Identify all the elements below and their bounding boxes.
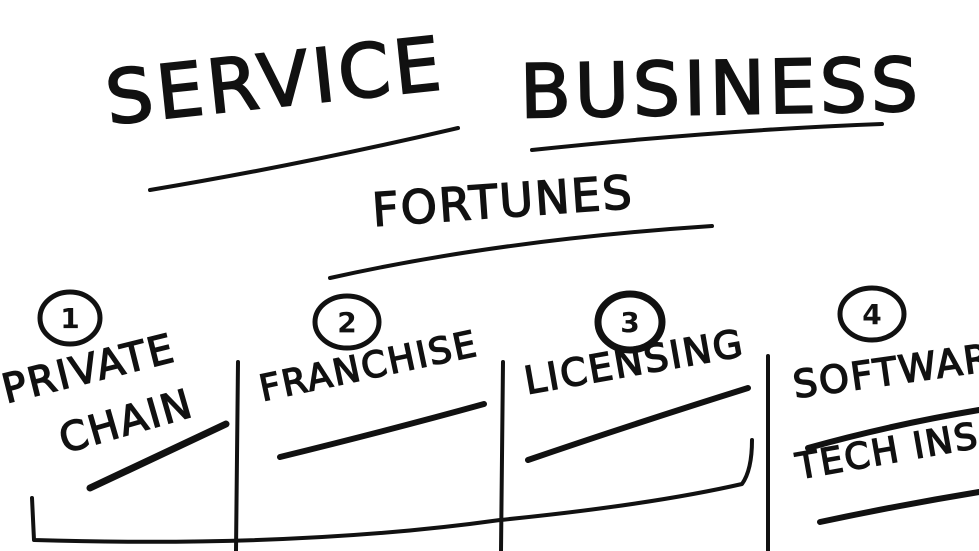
column-1-number: 1 bbox=[60, 301, 80, 335]
circle-3 bbox=[594, 290, 666, 354]
title-underline-right bbox=[530, 122, 884, 152]
title-business: Business bbox=[518, 42, 923, 137]
underline-col4b bbox=[817, 489, 979, 525]
circle-2 bbox=[312, 293, 382, 351]
divider-1 bbox=[234, 360, 240, 551]
bracket bbox=[30, 438, 754, 544]
circle-4 bbox=[837, 285, 907, 343]
underline-col4a bbox=[805, 407, 979, 451]
title-underline-left bbox=[148, 126, 460, 192]
circle-1 bbox=[37, 289, 103, 347]
subtitle-underline bbox=[328, 224, 714, 280]
underline-col2 bbox=[277, 401, 487, 460]
column-2-number: 2 bbox=[337, 305, 357, 339]
underline-col3 bbox=[525, 385, 751, 463]
divider-2 bbox=[499, 360, 505, 551]
underline-col1 bbox=[86, 420, 230, 492]
column-3-number: 3 bbox=[620, 305, 640, 339]
column-4-number: 4 bbox=[862, 297, 882, 331]
